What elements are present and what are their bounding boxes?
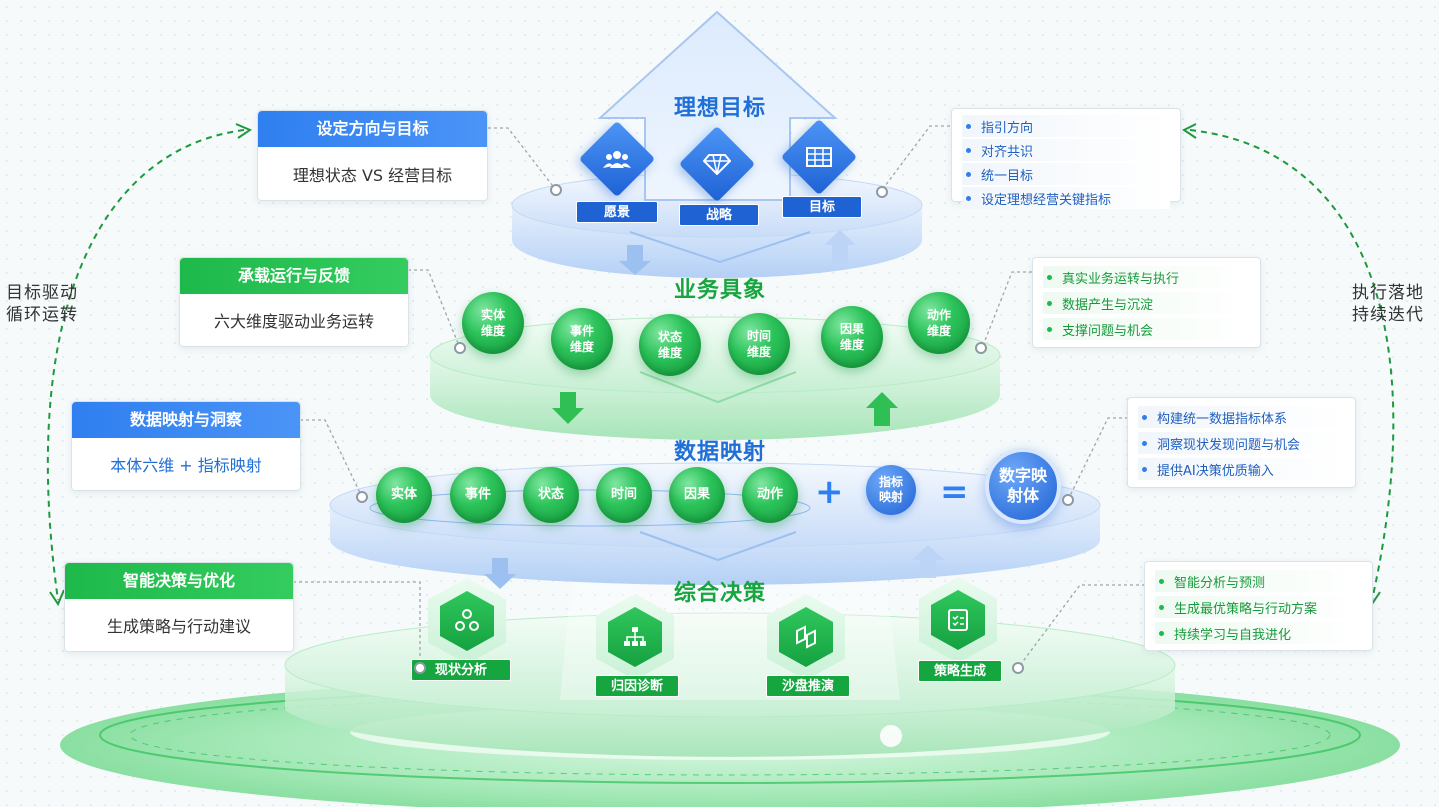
- diamond-gem-icon: [690, 137, 744, 191]
- flow-down-arrow-1: [619, 245, 651, 275]
- flow-up-arrow-1: [824, 230, 856, 263]
- bullet-item: 提供AI决策优质输入: [1138, 458, 1345, 480]
- right-loop: [1189, 129, 1395, 601]
- team-icon: [590, 132, 644, 186]
- bullet-item: 生成最优策略与行动方案: [1155, 596, 1362, 618]
- map-sphere-event: 事件: [450, 467, 506, 523]
- sphere-event-dimension: 事件 维度: [551, 308, 613, 370]
- bullet-item: 指引方向: [962, 115, 1170, 137]
- bullets-business: 真实业务运转与执行 数据产生与沉淀 支撑问题与机会: [1032, 257, 1261, 348]
- globe-icon: [880, 725, 902, 747]
- flow-up-arrow-2: [866, 392, 898, 426]
- layer-title-business: 业务具象: [673, 278, 766, 303]
- map-sphere-action: 动作: [742, 467, 798, 523]
- tag-goal: 目标: [782, 196, 862, 218]
- bullet-item: 设定理想经营关键指标: [962, 187, 1170, 209]
- bullet-item: 持续学习与自我进化: [1155, 622, 1362, 644]
- map-sphere-state: 状态: [523, 467, 579, 523]
- bullets-decision: 智能分析与预测 生成最优策略与行动方案 持续学习与自我进化: [1144, 561, 1373, 651]
- connector-dot: [454, 342, 466, 354]
- callout-head: 数据映射与洞察: [72, 402, 300, 438]
- index-mapping-node: 指标 映射: [866, 465, 916, 515]
- connector-dot: [876, 186, 888, 198]
- callout-head: 设定方向与目标: [258, 111, 487, 147]
- sphere-action-dimension: 动作 维度: [908, 292, 970, 354]
- bullet-item: 真实业务运转与执行: [1043, 266, 1250, 288]
- bullet-item: 数据产生与沉淀: [1043, 292, 1250, 314]
- bullets-mapping: 构建统一数据指标体系 洞察现状发现问题与机会 提供AI决策优质输入: [1127, 397, 1356, 488]
- connector-dot: [356, 491, 368, 503]
- target-table-icon: [792, 130, 846, 184]
- equals-sign: =: [940, 472, 969, 512]
- connector-dot: [550, 184, 562, 196]
- callout-set-direction: 设定方向与目标 理想状态 VS 经营目标: [257, 110, 488, 201]
- layer-title-decision: 综合决策: [673, 581, 766, 606]
- callout-head: 承载运行与反馈: [180, 258, 408, 294]
- connector-dot: [1012, 662, 1024, 674]
- callout-data-mapping: 数据映射与洞察 本体六维 + 指标映射: [71, 401, 301, 491]
- tag-attribution: 归因诊断: [595, 675, 679, 697]
- map-sphere-time: 时间: [596, 467, 652, 523]
- sphere-entity-dimension: 实体 维度: [462, 292, 524, 354]
- tag-strategy: 战略: [679, 204, 759, 226]
- bullet-item: 构建统一数据指标体系: [1138, 406, 1345, 428]
- map-sphere-causal: 因果: [669, 467, 725, 523]
- left-loop: [46, 129, 245, 601]
- checklist-icon: [931, 590, 985, 650]
- callout-head: 智能决策与优化: [65, 563, 293, 599]
- connector-dot: [975, 342, 987, 354]
- callout-body: 六大维度驱动业务运转: [213, 312, 374, 331]
- sphere-state-dimension: 状态 维度: [639, 314, 701, 376]
- tag-status-analysis: 现状分析: [411, 659, 511, 681]
- side-label-right: 执行落地 持续迭代: [1352, 283, 1424, 325]
- side-label-left: 目标驱动 循环运转: [6, 283, 78, 325]
- tag-strategy-generation: 策略生成: [918, 660, 1002, 682]
- flow-up-arrow-3: [912, 545, 944, 578]
- tag-vision: 愿景: [576, 201, 658, 223]
- bullet-item: 对齐共识: [962, 139, 1170, 161]
- layer-title-ideal: 理想目标: [673, 96, 766, 121]
- connector-dot: [1062, 494, 1074, 506]
- callout-body: 理想状态 VS 经营目标: [292, 165, 453, 185]
- callout-smart-decision: 智能决策与优化 生成策略与行动建议: [64, 562, 294, 652]
- bullet-item: 支撑问题与机会: [1043, 318, 1250, 340]
- plus-sign: +: [815, 472, 844, 512]
- sandbox-icon: [779, 607, 833, 667]
- sphere-time-dimension: 时间 维度: [728, 313, 790, 375]
- bullet-item: 洞察现状发现问题与机会: [1138, 432, 1345, 454]
- bullet-item: 统一目标: [962, 163, 1170, 185]
- tag-sandbox: 沙盘推演: [766, 675, 850, 697]
- digital-twin-node: 数字映 射体: [985, 448, 1061, 524]
- callout-body: 本体六维 + 指标映射: [110, 456, 262, 475]
- bullets-ideal: 指引方向 对齐共识 统一目标 设定理想经营关键指标: [951, 108, 1181, 209]
- bullet-item: 智能分析与预测: [1155, 570, 1362, 592]
- callout-body: 生成策略与行动建议: [106, 617, 251, 636]
- flow-down-arrow-3: [484, 558, 516, 589]
- analysis-icon: [440, 591, 494, 651]
- connector-dot: [414, 662, 426, 674]
- callout-carry-operation: 承载运行与反馈 六大维度驱动业务运转: [179, 257, 409, 347]
- hierarchy-icon: [608, 607, 662, 667]
- flow-down-arrow-2: [552, 392, 584, 424]
- sphere-causal-dimension: 因果 维度: [821, 306, 883, 368]
- map-sphere-entity: 实体: [376, 467, 432, 523]
- layer-title-mapping: 数据映射: [673, 440, 766, 465]
